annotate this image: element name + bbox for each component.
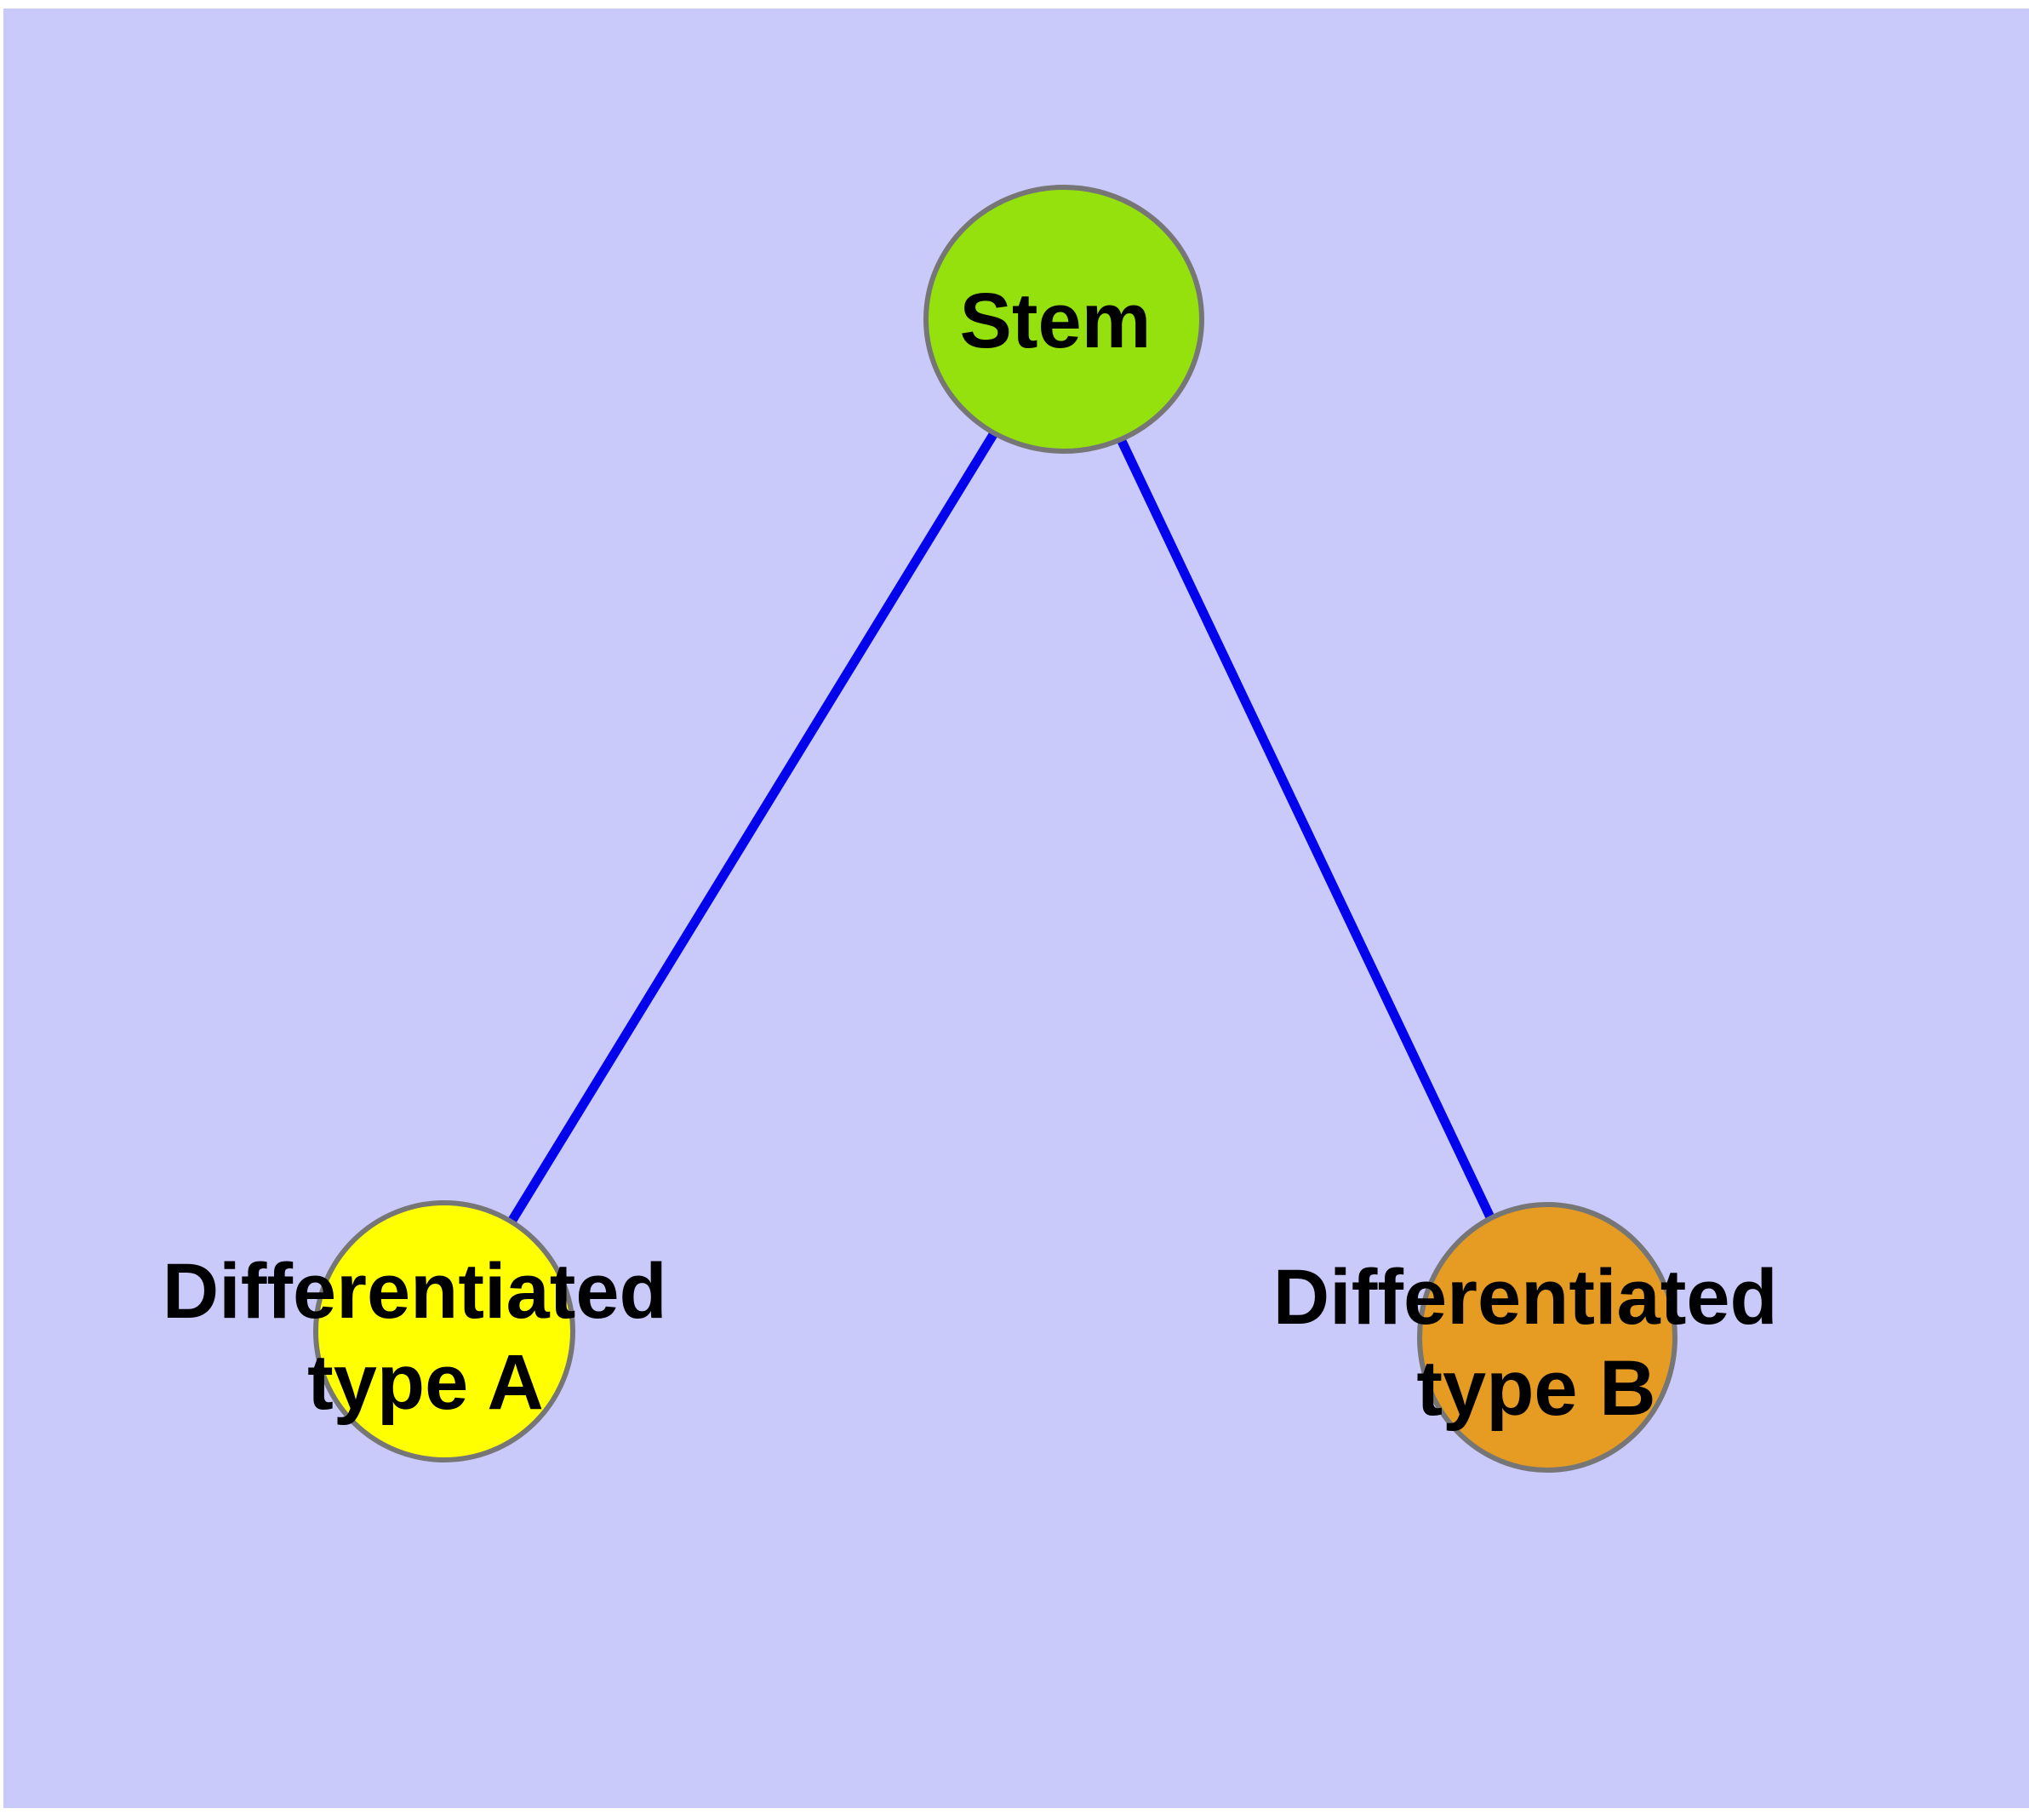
edge-stem-to-type-a [440,317,1068,1334]
node-type-b-label-line1: Differentiated [1273,1254,1778,1341]
node-type-a-label-line1: Differentiated [163,1248,667,1335]
node-differentiated-type-b [1417,1202,1677,1473]
node-type-b-label: Differentiated type B [1273,1254,1800,1432]
node-differentiated-type-a [313,1200,575,1462]
node-stem [923,185,1204,454]
node-stem-label: Stem [960,278,1152,364]
node-type-a-label: Differentiated type A [163,1248,689,1426]
node-type-b-label-line2: type B [1416,1345,1655,1432]
edge-stem-to-type-b [1060,317,1552,1340]
node-type-a-label-line2: type A [307,1339,544,1426]
